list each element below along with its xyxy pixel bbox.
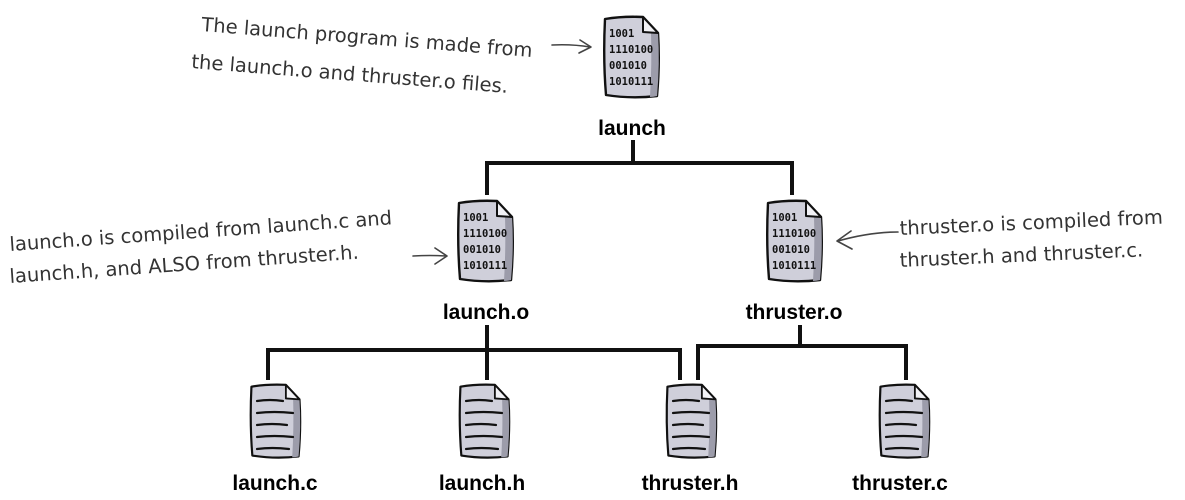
binary-file-icon: 1001 1110100 001010 1010111 (766, 199, 823, 283)
bits-line: 001010 (772, 244, 810, 256)
node-label-thruster-c: thruster.c (852, 472, 948, 495)
source-file-icon (458, 383, 511, 459)
binary-file-icon: 1001 1110100 001010 1010111 (603, 15, 660, 99)
bits-line: 1001 (609, 28, 634, 40)
node-launch-o: 1001 1110100 001010 1010111 launch.o (443, 199, 529, 324)
connectors (266, 140, 908, 380)
connector-thruster-o-bar (696, 344, 908, 380)
bits-line: 1010111 (609, 76, 653, 88)
node-label-launch-c: launch.c (232, 472, 318, 495)
annotation-launch-o: launch.o is compiled from launch.c and l… (9, 206, 448, 288)
node-label-thruster-o: thruster.o (746, 301, 843, 324)
node-label-launch-o: launch.o (443, 301, 529, 324)
annotation-line: thruster.o is compiled from (899, 206, 1163, 240)
node-label-launch: launch (598, 117, 666, 140)
annotation-line: thruster.h and thruster.c. (899, 238, 1143, 272)
node-label-launch-h: launch.h (439, 472, 525, 495)
node-launch: 1001 1110100 001010 1010111 launch (598, 15, 666, 140)
node-label-thruster-h: thruster.h (642, 472, 739, 495)
node-thruster-o: 1001 1110100 001010 1010111 thruster.o (746, 199, 843, 324)
node-launch-h: launch.h (439, 383, 525, 495)
bits-line: 001010 (463, 244, 501, 256)
bits-line: 1110100 (463, 228, 507, 240)
bits-line: 1010111 (463, 260, 507, 272)
bits-line: 1001 (463, 212, 488, 224)
bits-line: 1010111 (772, 260, 816, 272)
annotation-thruster-o: thruster.o is compiled from thruster.h a… (836, 206, 1163, 272)
node-thruster-c: thruster.c (852, 383, 948, 495)
source-file-icon (249, 383, 302, 459)
connector-top-bar (485, 161, 794, 195)
arrow-icon (551, 39, 592, 54)
node-launch-c: launch.c (232, 383, 318, 495)
bits-line: 001010 (609, 60, 647, 72)
bits-line: 1001 (772, 212, 797, 224)
annotation-line: the launch.o and thruster.o files. (191, 50, 509, 98)
arrow-icon (412, 247, 448, 265)
binary-file-icon: 1001 1110100 001010 1010111 (457, 199, 514, 283)
source-file-icon (878, 383, 931, 459)
bits-line: 1110100 (609, 44, 653, 56)
node-thruster-h: thruster.h (642, 383, 739, 495)
connector-launch-o-bar (266, 348, 682, 380)
source-file-icon (665, 383, 718, 459)
bits-line: 1110100 (772, 228, 816, 240)
arrow-icon (836, 230, 899, 250)
annotation-launch: The launch program is made from the laun… (191, 13, 592, 98)
